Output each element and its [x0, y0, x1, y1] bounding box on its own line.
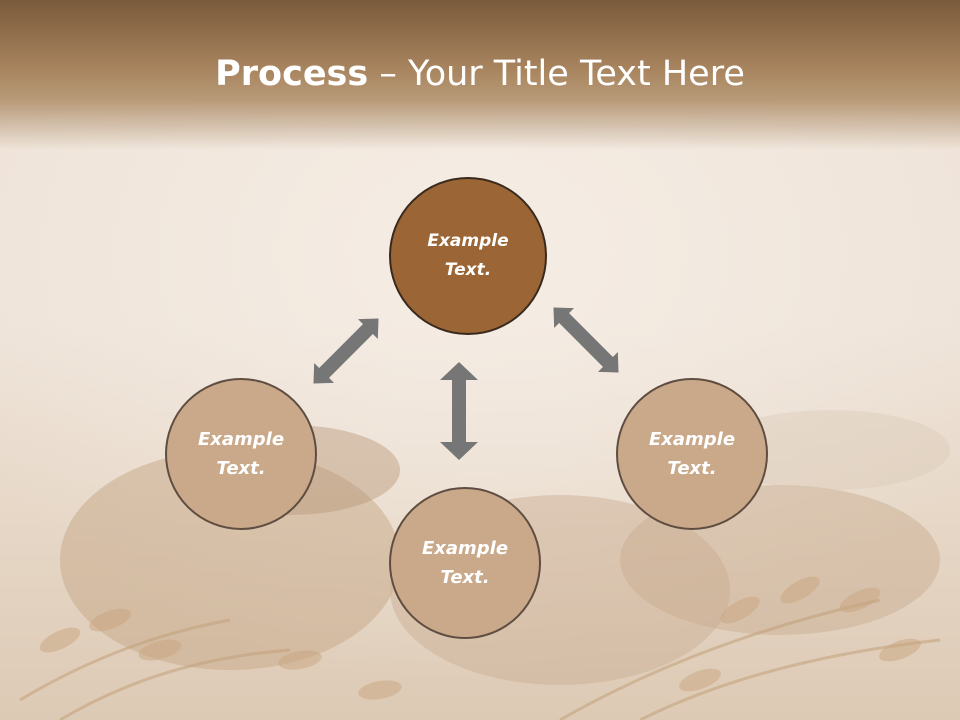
process-node-top-text: Example Text.: [427, 231, 509, 280]
arrow-top-left: [313, 318, 379, 384]
process-node-right-text: Example Text.: [648, 429, 736, 479]
title-bold: Process: [215, 54, 369, 94]
process-node-top: Example Text.: [389, 177, 547, 335]
title-rest: – Your Title Text Here: [368, 54, 745, 94]
process-node-left: Example Text.: [165, 378, 317, 530]
process-node-bottom: Example Text.: [389, 487, 541, 639]
process-node-bottom-text: Example Text.: [421, 538, 509, 588]
process-node-left-text: Example Text.: [197, 429, 285, 479]
slide-title: Process – Your Title Text Here: [0, 52, 960, 96]
title-band: [0, 0, 960, 150]
arrow-top-right: [553, 307, 619, 373]
process-node-right: Example Text.: [616, 378, 768, 530]
arrow-vertical: [440, 362, 478, 460]
